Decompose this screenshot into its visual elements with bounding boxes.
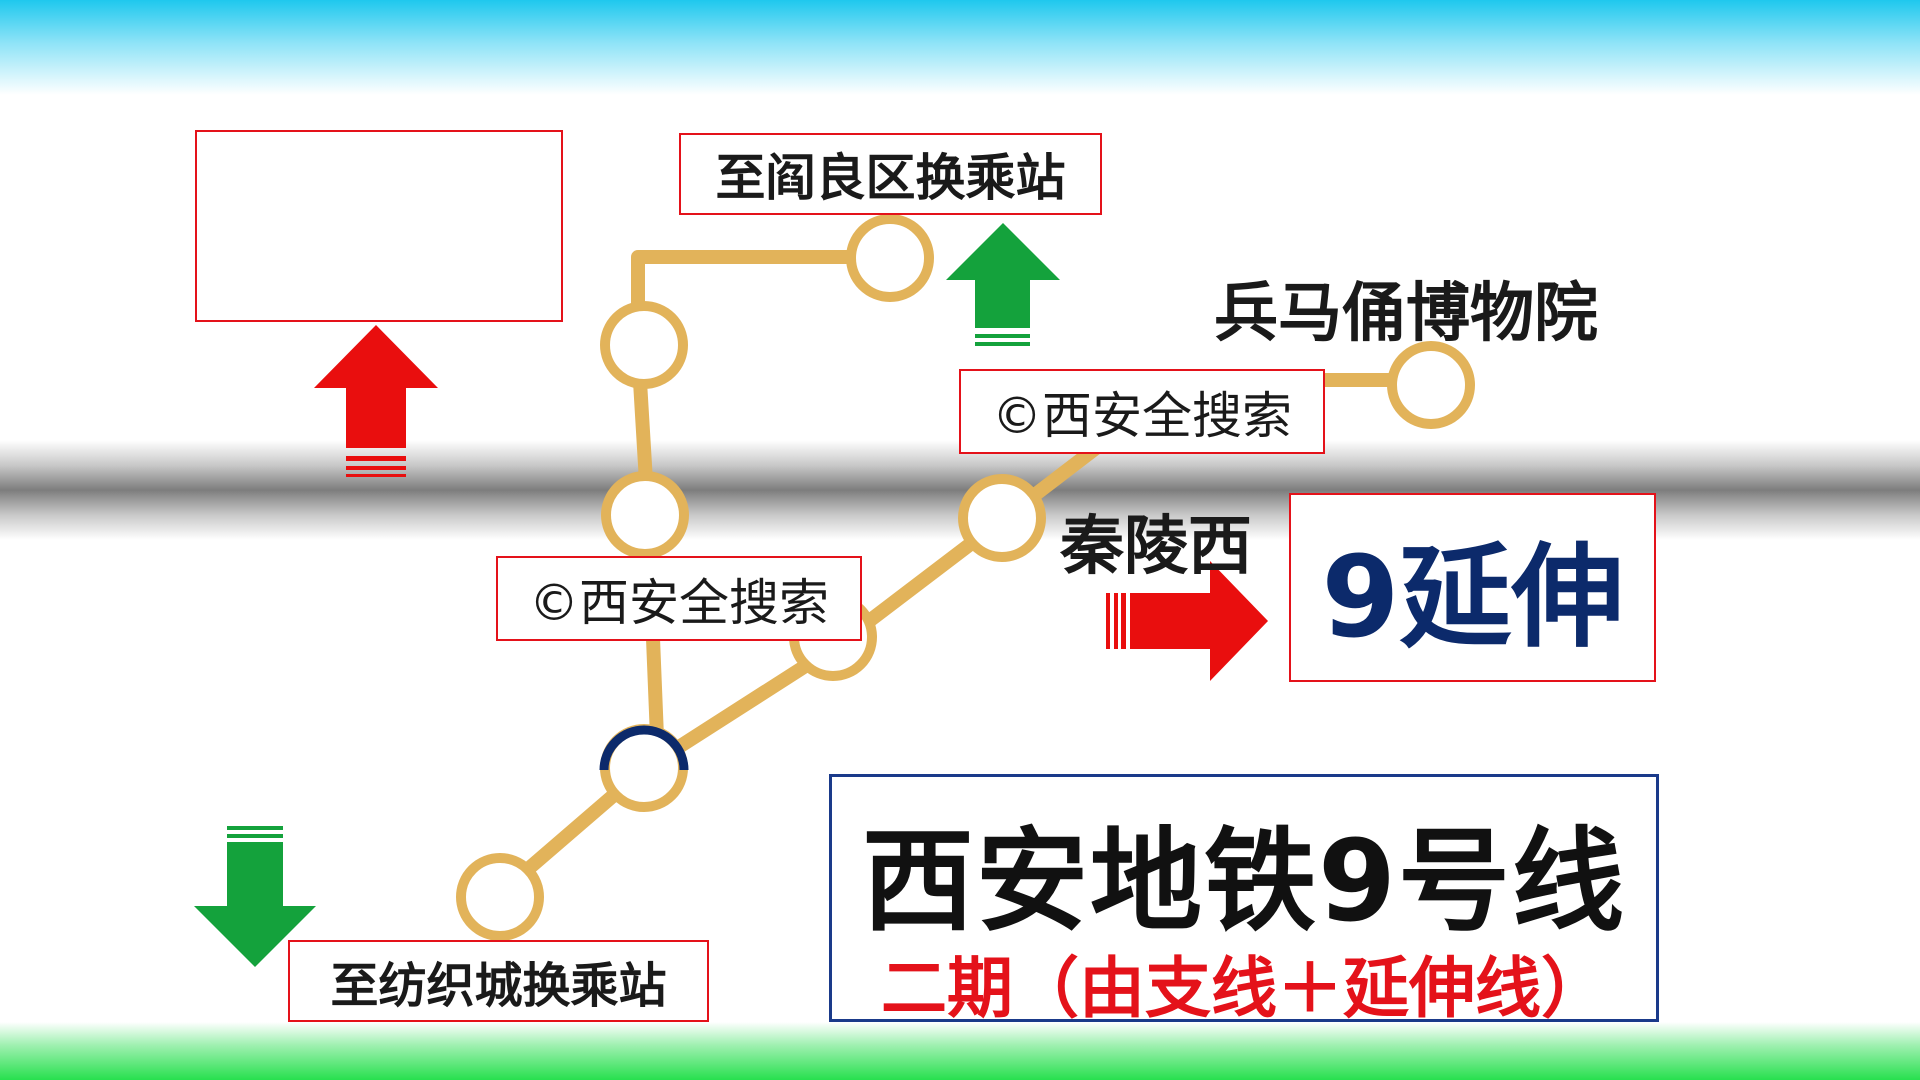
station-circle [846, 214, 934, 302]
station-circle [600, 301, 688, 389]
subtitle: 二期（由支线＋延伸线） [881, 950, 1607, 1027]
empty-label-box [195, 130, 563, 322]
terracotta-museum-label: 兵马俑博物院 [1214, 277, 1598, 351]
station-circle [958, 474, 1046, 562]
station-circle [601, 471, 689, 559]
arrow-right-icon [1106, 561, 1268, 681]
terminal-station-circle [1387, 341, 1475, 429]
watermark-upper: ©西安全搜索 [959, 369, 1325, 454]
fangzhicheng-transfer-label: 至纺织城换乘站 [288, 940, 709, 1022]
line9-extension-box: 9延伸 [1289, 493, 1656, 682]
main-title: 西安地铁9号线 [862, 817, 1626, 947]
yanliang-transfer-label: 至阎良区换乘站 [679, 133, 1102, 215]
arrow-up-icon [946, 223, 1060, 346]
bottom-gradient-band [0, 1022, 1920, 1080]
top-gradient-band [0, 0, 1920, 95]
arrow-up-icon [314, 325, 438, 477]
stations [456, 214, 1475, 941]
station-circle [456, 853, 544, 941]
qinling-west-station-label: 秦陵西 [1060, 510, 1252, 584]
watermark-lower: ©西安全搜索 [496, 556, 862, 641]
arrow-down-icon [194, 826, 316, 967]
interchange-arc [599, 725, 689, 771]
title-block: 西安地铁9号线 二期（由支线＋延伸线） [829, 774, 1659, 1027]
